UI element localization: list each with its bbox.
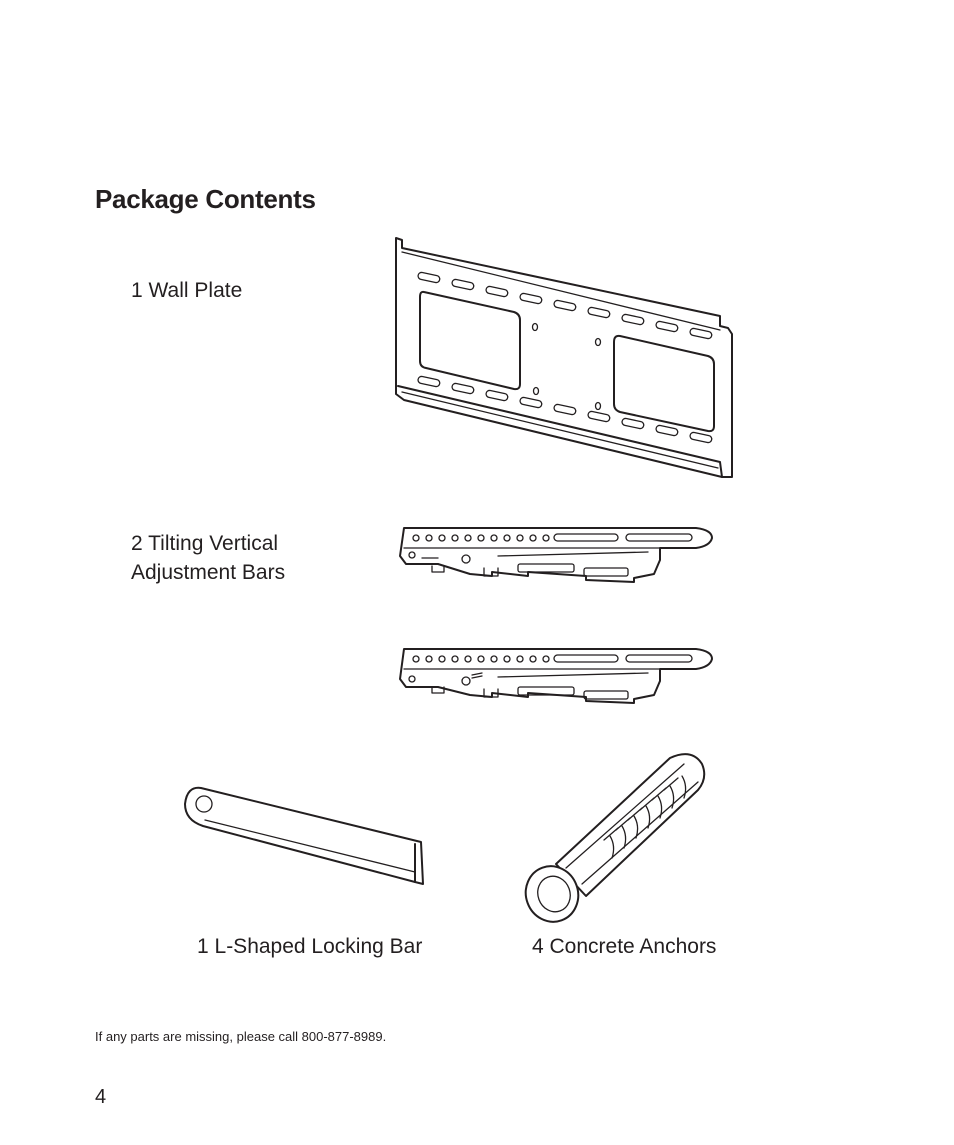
locking-bar-label: 1 L-Shaped Locking Bar <box>197 935 423 958</box>
tilting-bar-illustration-1 <box>399 527 713 583</box>
wall-plate-label: 1 Wall Plate <box>131 279 243 302</box>
tilting-bar-illustration-2 <box>399 648 713 704</box>
tilting-bars-label: 2 Tilting Vertical Adjustment Bars <box>131 529 285 587</box>
page-number: 4 <box>95 1086 107 1108</box>
wall-plate-illustration <box>395 237 733 478</box>
tilting-bars-label-line2: Adjustment Bars <box>131 561 286 584</box>
anchors-label: 4 Concrete Anchors <box>532 935 717 958</box>
missing-parts-note: If any parts are missing, please call 80… <box>95 1029 387 1044</box>
page-title: Package Contents <box>95 184 316 214</box>
tilting-bars-label-line1: 2 Tilting Vertical <box>131 532 279 555</box>
concrete-anchor-illustration <box>524 753 706 923</box>
locking-bar-illustration <box>184 786 424 885</box>
